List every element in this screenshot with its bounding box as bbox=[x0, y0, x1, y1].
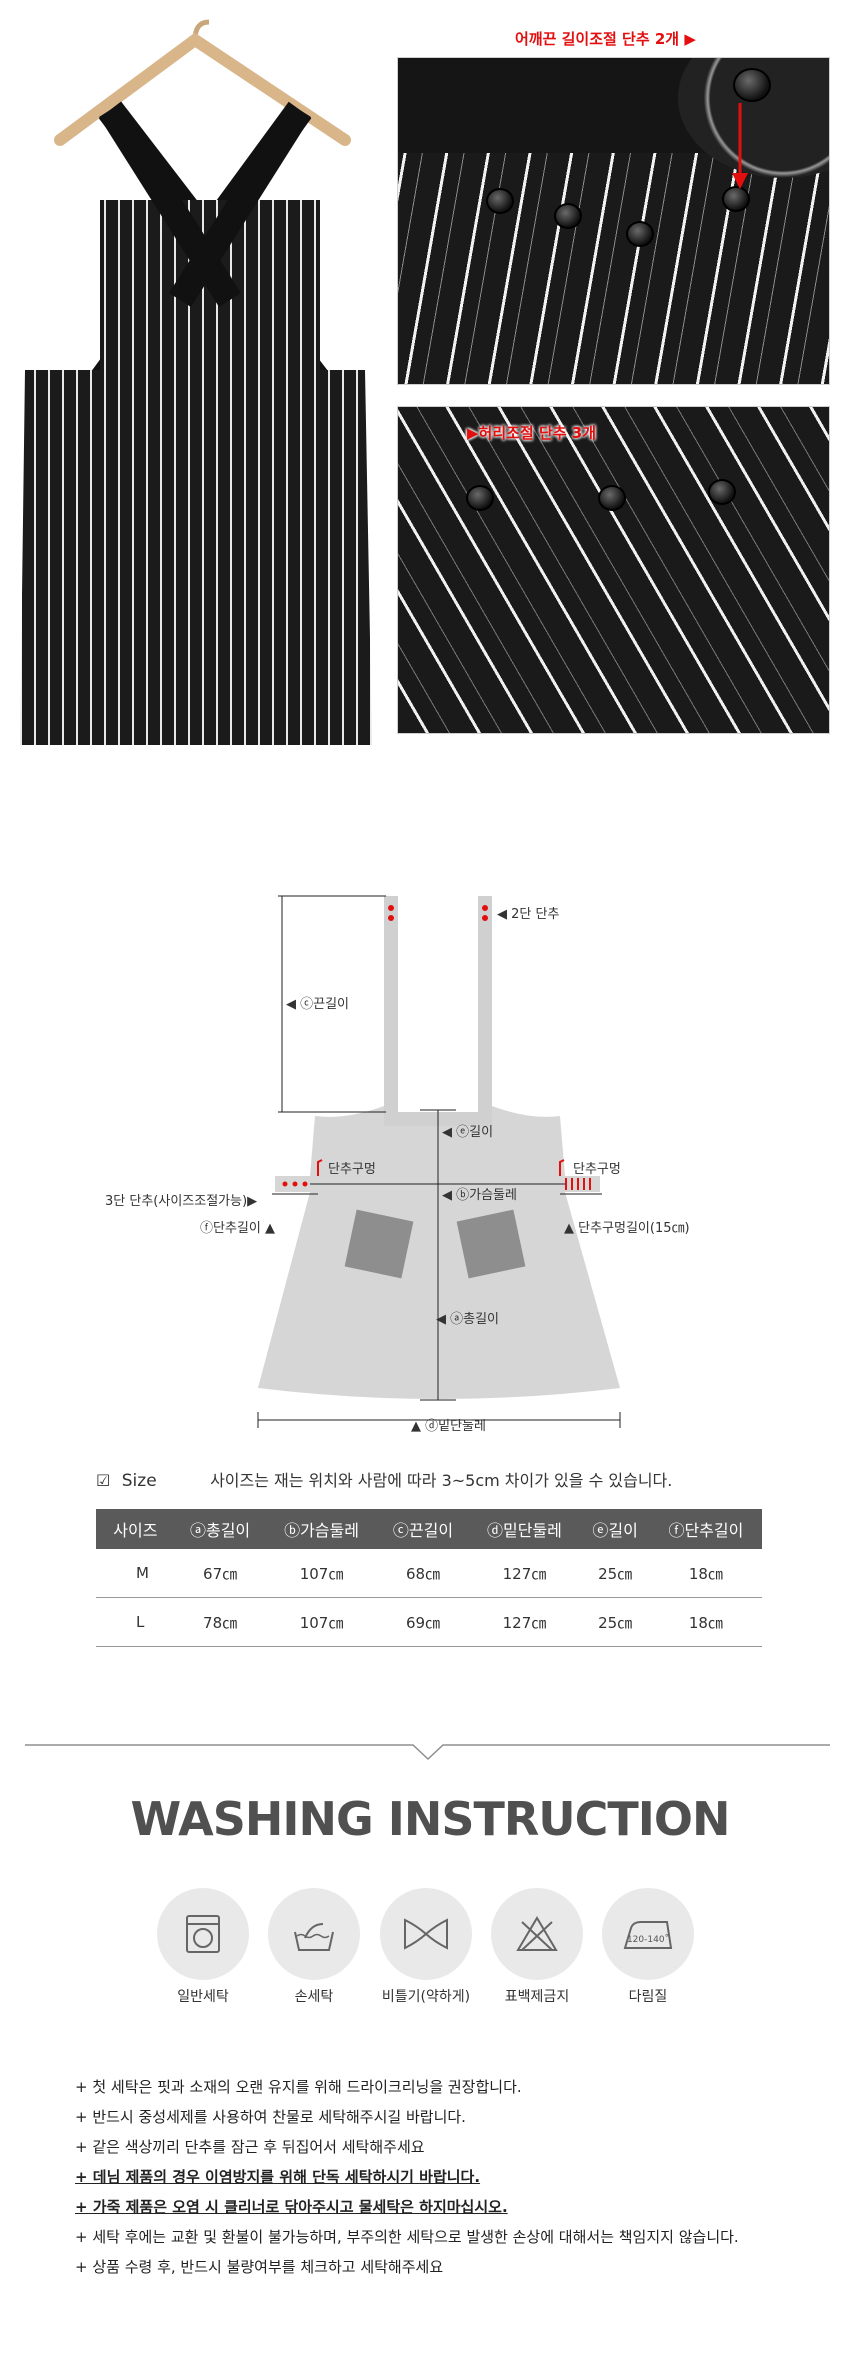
size-col: ⓕ단추길이 bbox=[649, 1509, 762, 1549]
wash-label-1: 일반세탁 bbox=[177, 1989, 229, 2005]
label-button-hole-right: 단추구멍 bbox=[573, 1162, 621, 1177]
wash-label-4: 표백제금지 bbox=[504, 1989, 570, 2005]
size-cell: 25㎝ bbox=[580, 1549, 650, 1598]
size-cell: 18㎝ bbox=[649, 1549, 762, 1598]
wash-circle-1 bbox=[157, 1888, 249, 1980]
size-cell: 67㎝ bbox=[174, 1549, 266, 1598]
gentle-twist-icon bbox=[404, 1918, 448, 1950]
size-cell: 107㎝ bbox=[265, 1549, 378, 1598]
iron-icon: 120-140˚ bbox=[623, 1921, 673, 1949]
waist-button-label: ▶허리조절 단추 3개 bbox=[467, 424, 597, 442]
size-header: ☑ Size 사이즈는 재는 위치와 사람에 따라 3~5cm 차이가 있을 수… bbox=[96, 1467, 672, 1491]
note-item: + 데님 제품의 경우 이염방지를 위해 단독 세탁하시기 바랍니다. bbox=[75, 2168, 481, 2186]
note-item: + 반드시 중성세제를 사용하여 찬물로 세탁해주시길 바랍니다. bbox=[75, 2108, 466, 2126]
label-button-hole-left: 단추구멍 bbox=[328, 1162, 376, 1177]
detail-photo-shoulder bbox=[397, 57, 830, 385]
wash-circle-3 bbox=[380, 1888, 472, 1980]
size-note: 사이즈는 재는 위치와 사람에 따라 3~5cm 차이가 있을 수 있습니다. bbox=[210, 1471, 673, 1490]
size-cell: M bbox=[96, 1549, 175, 1598]
label-button-2: ◀ 2단 단추 bbox=[497, 907, 560, 922]
note-item: + 세탁 후에는 교환 및 환불이 불가능하며, 부주의한 세탁으로 발생한 손… bbox=[75, 2228, 739, 2246]
washing-notes: + 첫 세탁은 핏과 소재의 오랜 유지를 위해 드라이크리닝을 권장합니다. … bbox=[75, 2072, 739, 2282]
label-strap-length: ◀ ⓒ끈길이 bbox=[286, 997, 350, 1012]
size-cell: 127㎝ bbox=[468, 1549, 581, 1598]
table-row: L 78㎝ 107㎝ 69㎝ 127㎝ 25㎝ 18㎝ bbox=[96, 1597, 762, 1647]
measurement-diagram bbox=[0, 880, 860, 1440]
table-row: M 67㎝ 107㎝ 68㎝ 127㎝ 25㎝ 18㎝ bbox=[96, 1549, 762, 1598]
label-button-length-f: ⓕ단추길이 ▲ bbox=[200, 1221, 275, 1236]
washing-machine-icon bbox=[186, 1915, 220, 1953]
wash-circle-4 bbox=[491, 1888, 583, 1980]
note-item: + 첫 세탁은 핏과 소재의 오랜 유지를 위해 드라이크리닝을 권장합니다. bbox=[75, 2078, 522, 2096]
iron-temp: 120-140˚ bbox=[627, 1934, 669, 1945]
size-cell: 18㎝ bbox=[649, 1597, 762, 1647]
label-hem: ▲ ⓓ밑단둘레 bbox=[411, 1419, 486, 1434]
wash-label-3: 비틀기(약하게) bbox=[381, 1989, 471, 2005]
size-table: 사이즈 ⓐ총길이 ⓑ가슴둘레 ⓒ끈길이 ⓓ밑단둘레 ⓔ길이 ⓕ단추길이 M 67… bbox=[96, 1509, 762, 1647]
size-col: ⓑ가슴둘레 bbox=[265, 1509, 378, 1549]
size-check-icon: ☑ bbox=[96, 1471, 111, 1490]
shoulder-button-label: 어깨끈 길이조절 단추 2개 ▶ bbox=[515, 30, 696, 48]
wash-circle-5: 120-140˚ bbox=[602, 1888, 694, 1980]
size-col: ⓓ밑단둘레 bbox=[468, 1509, 581, 1549]
note-item: + 가죽 제품은 오염 시 클리너로 닦아주시고 물세탁은 하지마십시오. bbox=[75, 2198, 508, 2216]
size-col: ⓒ끈길이 bbox=[377, 1509, 469, 1549]
wash-label-5: 다림질 bbox=[628, 1989, 668, 2005]
hand-wash-icon bbox=[294, 1923, 334, 1951]
label-total-length: ◀ ⓐ총길이 bbox=[436, 1312, 500, 1327]
label-length-e: ◀ ⓔ길이 bbox=[442, 1125, 494, 1140]
size-table-header: 사이즈 ⓐ총길이 ⓑ가슴둘레 ⓒ끈길이 ⓓ밑단둘레 ⓔ길이 ⓕ단추길이 bbox=[96, 1509, 762, 1549]
no-bleach-icon bbox=[516, 1916, 558, 1951]
size-title: Size bbox=[121, 1471, 157, 1491]
detail-photo-waist bbox=[397, 406, 830, 734]
note-item: + 같은 색상끼리 단추를 잠근 후 뒤집어서 세탁해주세요 bbox=[75, 2138, 425, 2156]
size-cell: 69㎝ bbox=[377, 1597, 469, 1647]
wash-label-2: 손세탁 bbox=[294, 1989, 334, 2005]
label-button-3: 3단 단추(사이즈조절가능)▶ bbox=[105, 1194, 258, 1209]
product-photo bbox=[0, 0, 390, 770]
wash-circle-2 bbox=[268, 1888, 360, 1980]
size-cell: 25㎝ bbox=[580, 1597, 650, 1647]
label-chest: ◀ ⓑ가슴둘레 bbox=[442, 1188, 517, 1203]
size-cell: 68㎝ bbox=[377, 1549, 469, 1598]
section-divider bbox=[25, 1744, 830, 1761]
note-item: + 상품 수령 후, 반드시 불량여부를 체크하고 세탁해주세요 bbox=[75, 2258, 444, 2276]
size-col: ⓔ길이 bbox=[580, 1509, 650, 1549]
size-cell: 107㎝ bbox=[265, 1597, 378, 1647]
size-col: ⓐ총길이 bbox=[174, 1509, 266, 1549]
size-col: 사이즈 bbox=[96, 1509, 175, 1549]
size-cell: 78㎝ bbox=[174, 1597, 266, 1647]
size-cell: L bbox=[96, 1597, 175, 1647]
label-hole-length: ▲ 단추구멍길이(15㎝) bbox=[564, 1221, 690, 1236]
washing-title: WASHING INSTRUCTION bbox=[130, 1792, 730, 1846]
size-cell: 127㎝ bbox=[468, 1597, 581, 1647]
